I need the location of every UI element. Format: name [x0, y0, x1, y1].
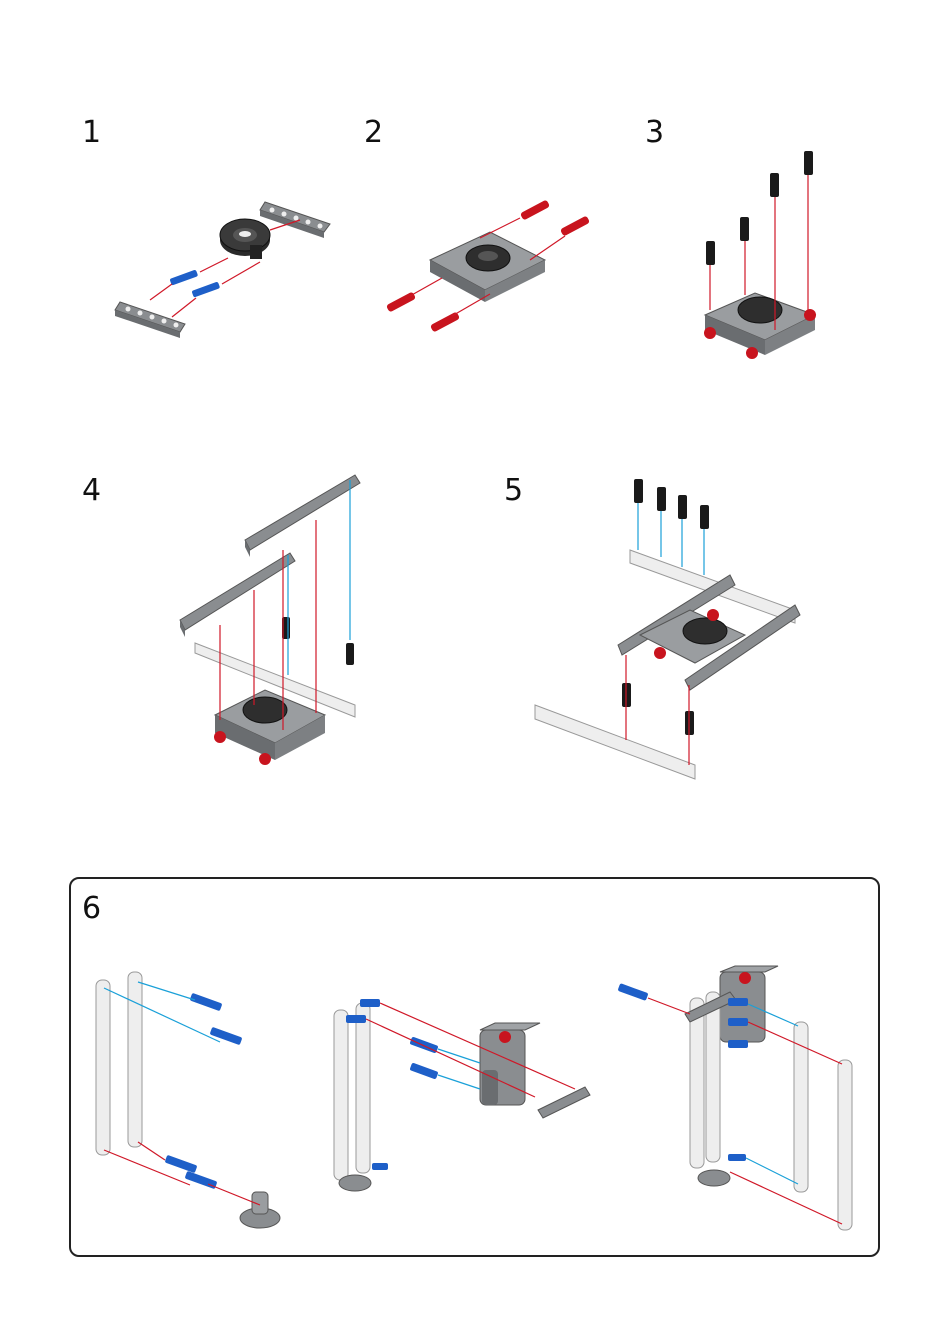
beam-short-bottom: [114, 301, 186, 338]
red-pin: [560, 216, 590, 236]
red-pin: [430, 312, 460, 332]
beam-vertical-white-loose: [837, 1059, 853, 1231]
red-pin: [259, 753, 271, 765]
blue-pin: [190, 993, 222, 1011]
beam-short-dark: [537, 1086, 591, 1119]
step-6-illustration-a: [95, 971, 281, 1229]
step-4-illustration: [179, 474, 361, 765]
step-6-number: 6: [82, 891, 102, 926]
beam-long-top: [244, 474, 361, 557]
red-pin: [707, 609, 719, 621]
turntable-base: [338, 1174, 372, 1192]
beam-vertical-white-loose: [793, 1021, 809, 1193]
beam-vertical-white: [705, 991, 721, 1163]
blue-pin: [372, 1163, 388, 1170]
step-1-number: 1: [82, 115, 102, 150]
beam-vertical-white: [355, 1002, 371, 1174]
red-pin: [804, 309, 816, 321]
red-pin: [214, 731, 226, 743]
beam-vertical-white: [333, 1009, 349, 1181]
step-3-illustration: [703, 151, 817, 359]
step-3-number: 3: [645, 115, 665, 150]
black-pin: [706, 241, 715, 265]
red-pin: [704, 327, 716, 339]
beam-vertical-white: [95, 979, 111, 1156]
beam-vertical-white: [689, 997, 705, 1169]
blue-pin: [185, 1171, 217, 1189]
step-6-illustration-c: [618, 965, 853, 1231]
blue-pin: [728, 1154, 746, 1161]
turntable-base: [697, 1169, 731, 1187]
step-2-number: 2: [364, 115, 384, 150]
blue-pin: [360, 999, 380, 1007]
red-pin: [386, 292, 416, 312]
blue-pin: [618, 983, 648, 1001]
blue-pin: [728, 1018, 748, 1026]
red-pin: [746, 347, 758, 359]
blue-pin: [410, 1063, 438, 1079]
frame-with-gear: [213, 689, 327, 760]
step-5-illustration: [534, 479, 801, 780]
frame-with-gear: [703, 292, 817, 355]
beam-vertical-white: [127, 971, 143, 1148]
red-pin: [654, 647, 666, 659]
frame-with-gear: [638, 609, 747, 664]
step-1-illustration: [114, 201, 331, 338]
step-5-number: 5: [504, 473, 524, 508]
black-pin: [657, 487, 666, 511]
black-pin: [804, 151, 813, 175]
frame-with-gear: [428, 231, 547, 302]
blue-pin: [728, 998, 748, 1006]
blue-pin: [210, 1027, 242, 1045]
black-pin: [634, 479, 643, 503]
beam-long-white: [194, 642, 356, 718]
beam-long-white-bottom: [534, 704, 696, 780]
black-pin: [740, 217, 749, 241]
black-pin: [678, 495, 687, 519]
black-pin: [346, 643, 354, 665]
blue-pin: [165, 1155, 197, 1173]
blue-pin: [170, 270, 198, 286]
turntable-base: [239, 1191, 281, 1229]
beam-long-middle: [179, 552, 296, 637]
step-2-illustration: [386, 200, 590, 332]
blue-pin: [728, 1040, 748, 1048]
step-6-illustration-b: [333, 999, 591, 1192]
blue-pin: [192, 282, 220, 298]
black-pin: [700, 505, 709, 529]
blue-pin: [346, 1015, 366, 1023]
black-pin: [770, 173, 779, 197]
red-pin: [520, 200, 550, 220]
motor-block: [479, 1022, 541, 1106]
beam-short-top: [259, 201, 331, 238]
step-4-number: 4: [82, 473, 102, 508]
step-6-panel: [69, 877, 880, 1257]
turntable-gear: [219, 218, 271, 259]
